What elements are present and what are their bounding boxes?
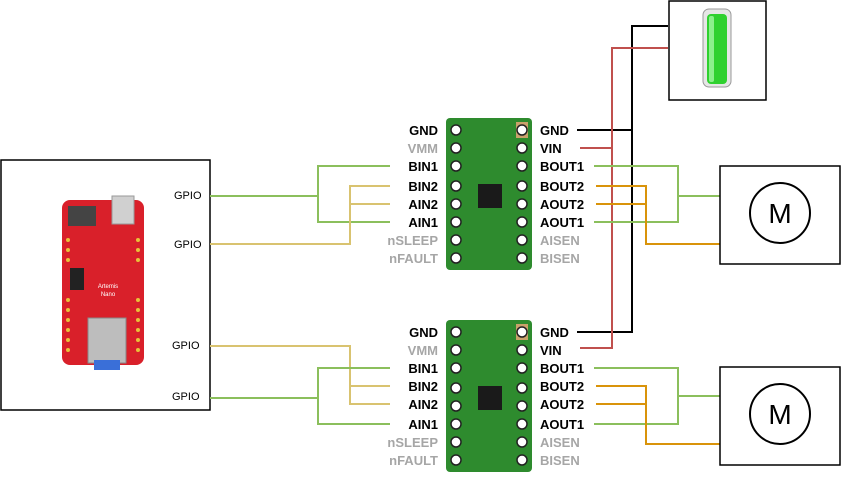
d2-left-pin-ain1: AIN1 bbox=[408, 417, 438, 432]
d1-right-pin-aisen: AISEN bbox=[540, 233, 580, 248]
d1-right-pin-vin: VIN bbox=[540, 141, 562, 156]
d2-right-pin-bout1: BOUT1 bbox=[540, 361, 584, 376]
d2-right-pin-vin: VIN bbox=[540, 343, 562, 358]
motor2-wires bbox=[594, 367, 720, 445]
motor-1-label: M bbox=[768, 198, 791, 229]
motor-2: M bbox=[719, 366, 841, 466]
d1-right-pin-gnd: GND bbox=[540, 123, 569, 138]
d1-left-pin-ain1: AIN1 bbox=[408, 215, 438, 230]
motor-1: M bbox=[719, 165, 841, 265]
d2-left-pin-gnd: GND bbox=[409, 325, 438, 340]
artemis-nano-board: Artemis Nano bbox=[62, 195, 144, 370]
d1-left-pin-ain2: AIN2 bbox=[408, 197, 438, 212]
control-wires bbox=[210, 165, 390, 425]
d1-right-pin-aout1: AOUT1 bbox=[540, 215, 584, 230]
d2-right-pin-aout2: AOUT2 bbox=[540, 397, 584, 412]
d1-right-pin-bout1: BOUT1 bbox=[540, 159, 584, 174]
d2-right-pin-gnd: GND bbox=[540, 325, 569, 340]
d2-left-pin-bin1: BIN1 bbox=[408, 361, 438, 376]
d1-left-pin-gnd: GND bbox=[409, 123, 438, 138]
d1-left-pin-vmm: VMM bbox=[408, 141, 438, 156]
gpio-label-3: GPIO bbox=[172, 340, 200, 352]
d1-right-pin-bout2: BOUT2 bbox=[540, 179, 584, 194]
gpio-label-2: GPIO bbox=[174, 239, 202, 251]
d1-right-pin-bisen: BISEN bbox=[540, 251, 580, 266]
driver-board-1 bbox=[446, 118, 532, 270]
motor-2-label: M bbox=[768, 399, 791, 430]
d2-left-pin-ain2: AIN2 bbox=[408, 397, 438, 412]
d2-left-pin-nsleep: nSLEEP bbox=[387, 435, 438, 450]
d2-right-pin-aout1: AOUT1 bbox=[540, 417, 584, 432]
battery-icon bbox=[668, 0, 767, 101]
gpio-label-1: GPIO bbox=[174, 190, 202, 202]
d2-left-pin-vmm: VMM bbox=[408, 343, 438, 358]
driver-board-2 bbox=[446, 320, 532, 472]
board-text-2: Nano bbox=[101, 292, 116, 298]
d2-left-pin-nfault: nFAULT bbox=[389, 453, 438, 468]
motor1-wires bbox=[594, 165, 720, 245]
board-text-1: Artemis bbox=[98, 284, 118, 290]
power-wires bbox=[577, 25, 668, 349]
d1-right-pin-aout2: AOUT2 bbox=[540, 197, 584, 212]
d2-left-pin-bin2: BIN2 bbox=[408, 379, 438, 394]
d2-right-pin-bisen: BISEN bbox=[540, 453, 580, 468]
d1-left-pin-bin1: BIN1 bbox=[408, 159, 438, 174]
gpio-label-4: GPIO bbox=[172, 391, 200, 403]
d1-left-pin-nfault: nFAULT bbox=[389, 251, 438, 266]
d1-left-pin-bin2: BIN2 bbox=[408, 179, 438, 194]
d2-right-pin-bout2: BOUT2 bbox=[540, 379, 584, 394]
d2-right-pin-aisen: AISEN bbox=[540, 435, 580, 450]
d1-left-pin-nsleep: nSLEEP bbox=[387, 233, 438, 248]
